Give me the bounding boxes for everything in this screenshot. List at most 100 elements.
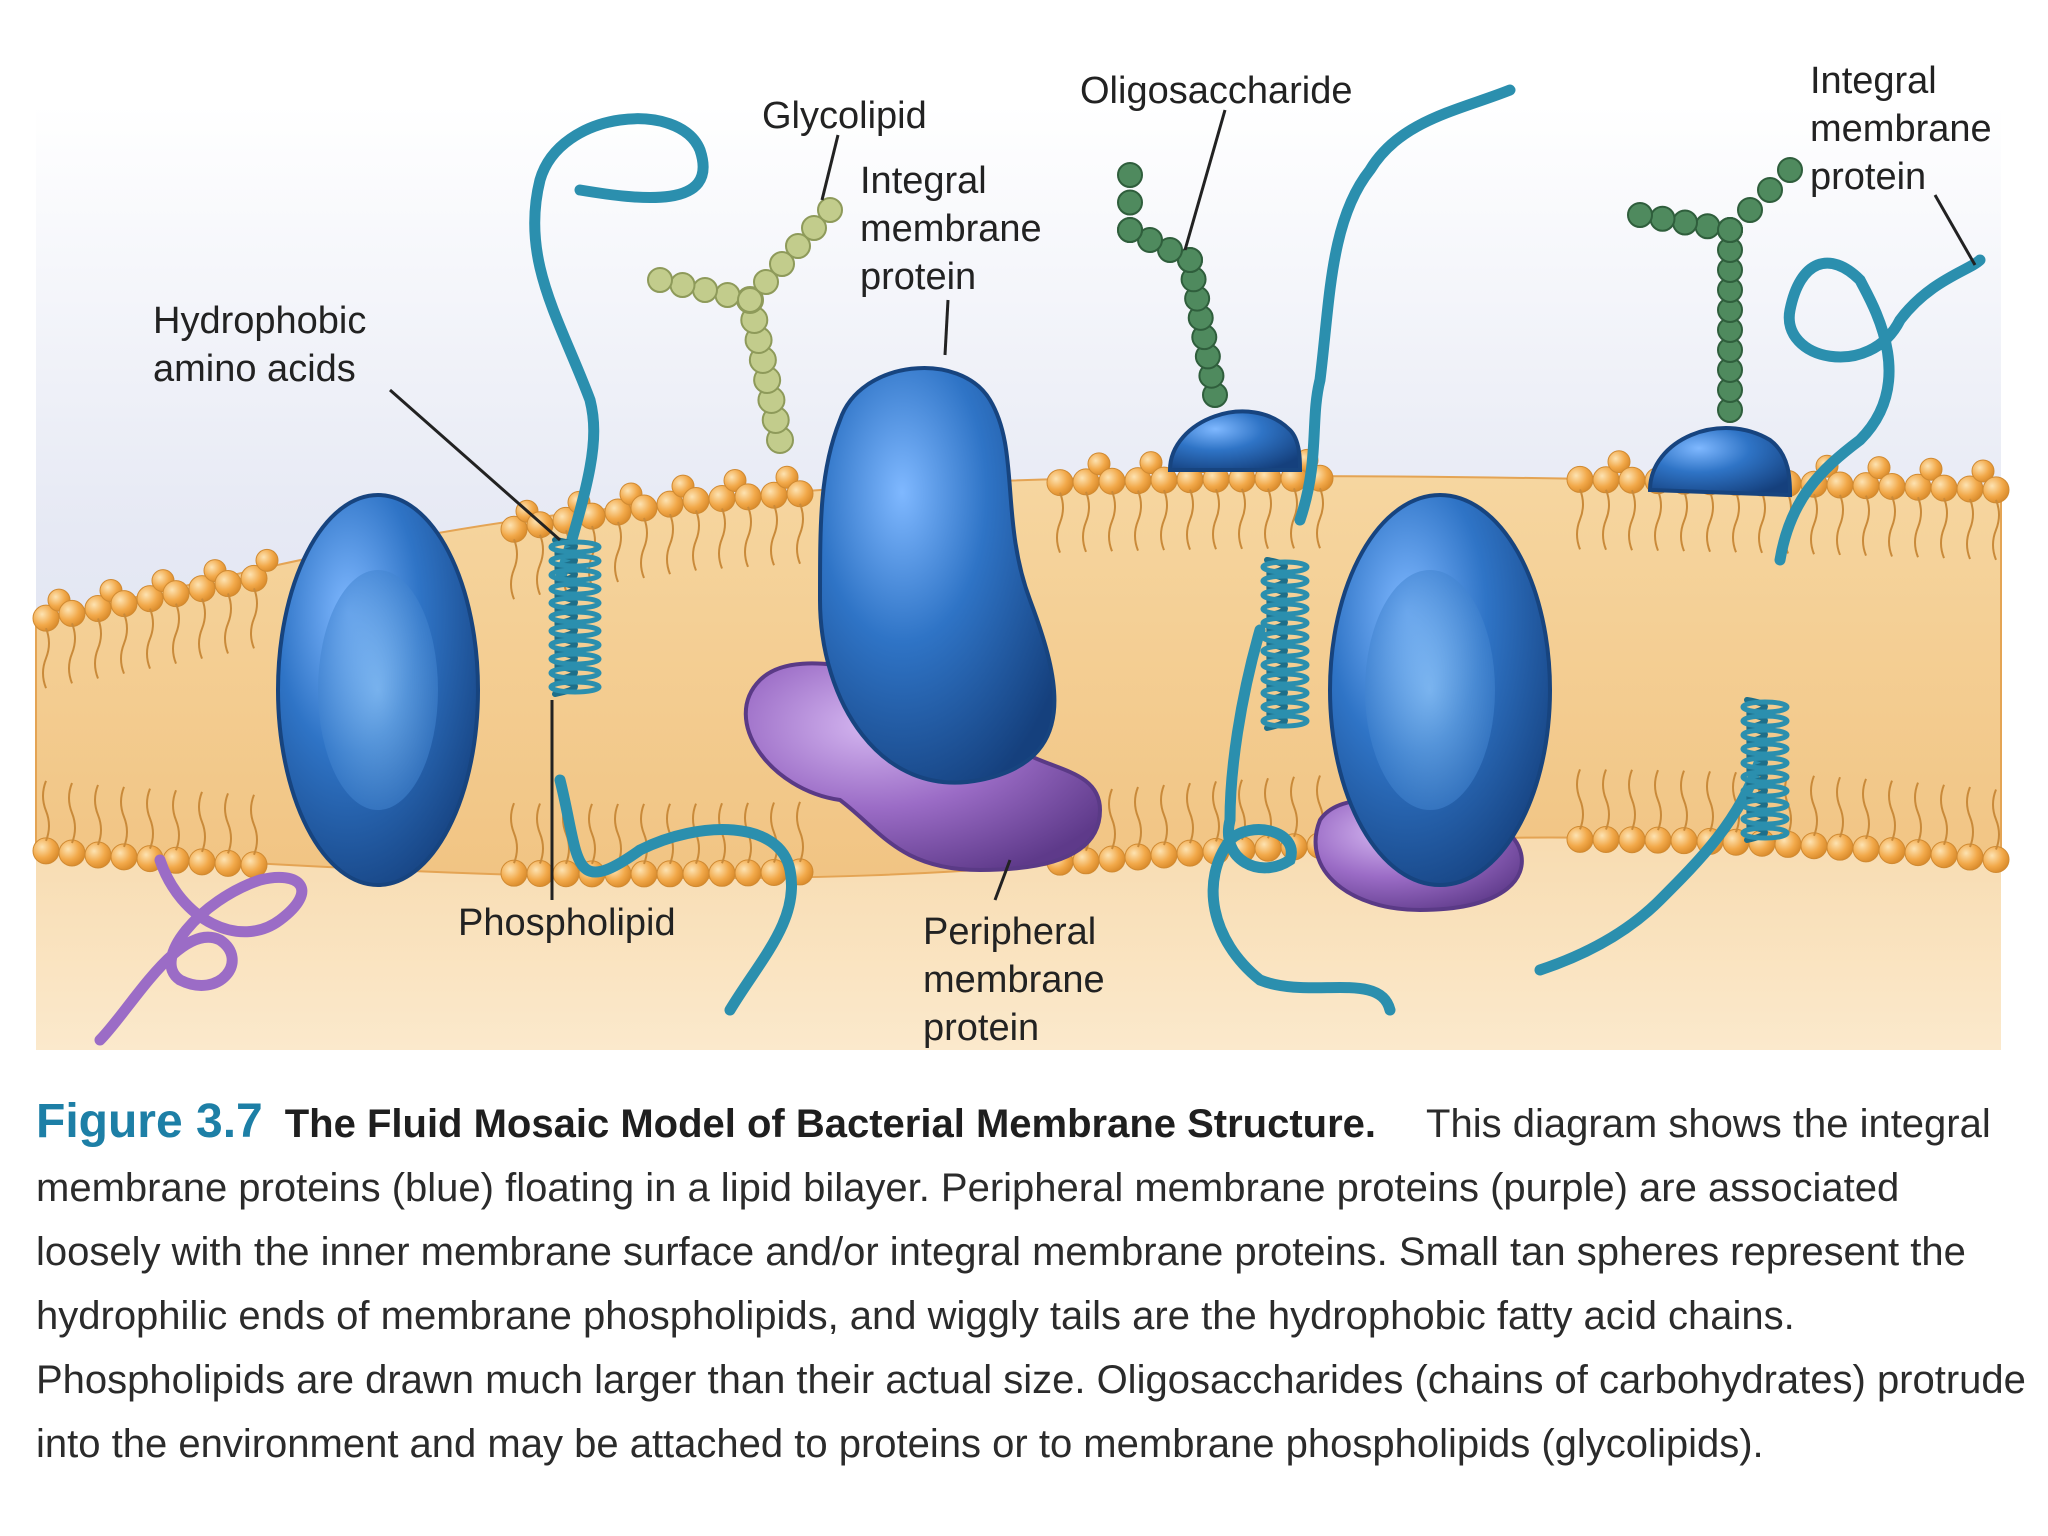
phospholipid-head [526, 860, 554, 888]
tail [614, 521, 622, 583]
oligosaccharide-bead [1117, 217, 1143, 243]
tail [1212, 780, 1220, 842]
helix-left-turn [548, 623, 602, 639]
tail [666, 513, 674, 575]
tail [146, 788, 154, 849]
phospholipid-head [1150, 841, 1178, 869]
helix-middle-turn [1260, 559, 1310, 575]
oligosaccharide-chain-center [1117, 162, 1228, 408]
tail [744, 506, 752, 568]
tail [770, 504, 778, 566]
tail [1108, 788, 1116, 850]
phospholipid-head [1607, 450, 1631, 474]
phospholipid-head [604, 498, 632, 526]
tail [614, 803, 622, 865]
oligosaccharide-bead [1627, 202, 1653, 228]
tail [198, 598, 206, 659]
tail [1134, 786, 1142, 848]
tail [198, 791, 206, 853]
oligosaccharide-bead [1777, 157, 1803, 183]
helix-middle-turn [1260, 587, 1310, 603]
tail [224, 593, 232, 654]
protein-strands [529, 84, 1986, 1016]
tail [1264, 488, 1272, 550]
phospholipid-head [734, 859, 762, 887]
phospholipid-head [500, 859, 528, 887]
helix-middle-turn [1260, 657, 1310, 673]
tail [250, 588, 258, 649]
glycolipid-bead [753, 269, 779, 295]
phospholipid-head [1566, 465, 1594, 493]
helix-left-turn [548, 567, 602, 583]
tail [1810, 775, 1818, 837]
fluid-mosaic-diagram: Hydrophobic amino acids Glycolipid Integ… [32, 60, 2010, 1050]
phospholipid-head [110, 843, 138, 871]
helix-right-turn [1740, 755, 1790, 771]
tail [1134, 490, 1142, 552]
phospholipid-head [32, 604, 60, 632]
helix-left-turn [548, 539, 602, 555]
tail [1732, 491, 1740, 553]
helix-right-turn [1740, 727, 1790, 743]
label-hydrophobic-amino-acids: Hydrophobic amino acids [153, 300, 377, 390]
tail [1992, 789, 2000, 850]
tail [588, 803, 596, 865]
tail [146, 608, 154, 670]
phospholipid-head [1971, 459, 1995, 483]
tail [94, 784, 102, 846]
figure-caption-body: This diagram shows the integral membrane… [36, 1102, 2026, 1466]
phospholipid-head [162, 580, 190, 608]
glycolipid-bead [737, 287, 763, 313]
phospholipid-head [1046, 469, 1074, 497]
tail [42, 627, 50, 689]
tail [1940, 784, 1948, 846]
phospholipid-head [1930, 841, 1958, 869]
tail [1914, 496, 1922, 558]
tail [1238, 488, 1246, 550]
phospholipid-head [136, 585, 164, 613]
helix-right-turn [1740, 811, 1790, 827]
label-glycolipid: Glycolipid [762, 95, 927, 137]
tail [1888, 780, 1896, 841]
phospholipid-head [682, 860, 710, 888]
tail [42, 780, 50, 842]
tail [692, 510, 700, 571]
strand-middle [1207, 624, 1396, 1016]
helix-left-turn [548, 581, 602, 597]
phospholipid-head [1826, 833, 1854, 861]
tail [1082, 491, 1090, 553]
phospholipid-head [1592, 825, 1620, 853]
glycolipid-bead [714, 282, 741, 308]
helix-middle-turn [1260, 685, 1310, 701]
phospholipid-head [214, 570, 242, 598]
helix-left-turn [548, 679, 602, 695]
tail [1628, 769, 1636, 831]
phospholipid-head [734, 483, 762, 511]
phospholipid-head [1904, 839, 1932, 867]
helix-middle-turn [1260, 699, 1310, 715]
tail [1576, 489, 1584, 550]
tail [640, 803, 648, 865]
phospholipid-head [1176, 839, 1204, 867]
tail [1212, 488, 1220, 550]
tail [1290, 488, 1298, 549]
phospholipid-head [214, 849, 242, 877]
tail [1810, 493, 1818, 555]
label-integral-membrane-protein-right: Integral membrane protein [1810, 60, 2002, 198]
phospholipid-head [1618, 826, 1646, 854]
phospholipid-head [1867, 456, 1891, 480]
phospholipid-head [188, 848, 216, 876]
helix-middle-turn [1260, 573, 1310, 589]
phospholipid-head [1566, 825, 1594, 853]
tail [94, 618, 102, 679]
phospholipid-head [84, 595, 112, 623]
leader-lines [389, 109, 1977, 901]
tail [250, 794, 258, 856]
tail [1602, 769, 1610, 830]
tail [536, 534, 544, 596]
label-integral-membrane-protein-center: Integral membrane protein [860, 160, 1052, 298]
helix-right-turn [1740, 713, 1790, 729]
phospholipid-head [1878, 472, 1906, 500]
tail [1316, 487, 1324, 549]
tail [1706, 491, 1714, 553]
